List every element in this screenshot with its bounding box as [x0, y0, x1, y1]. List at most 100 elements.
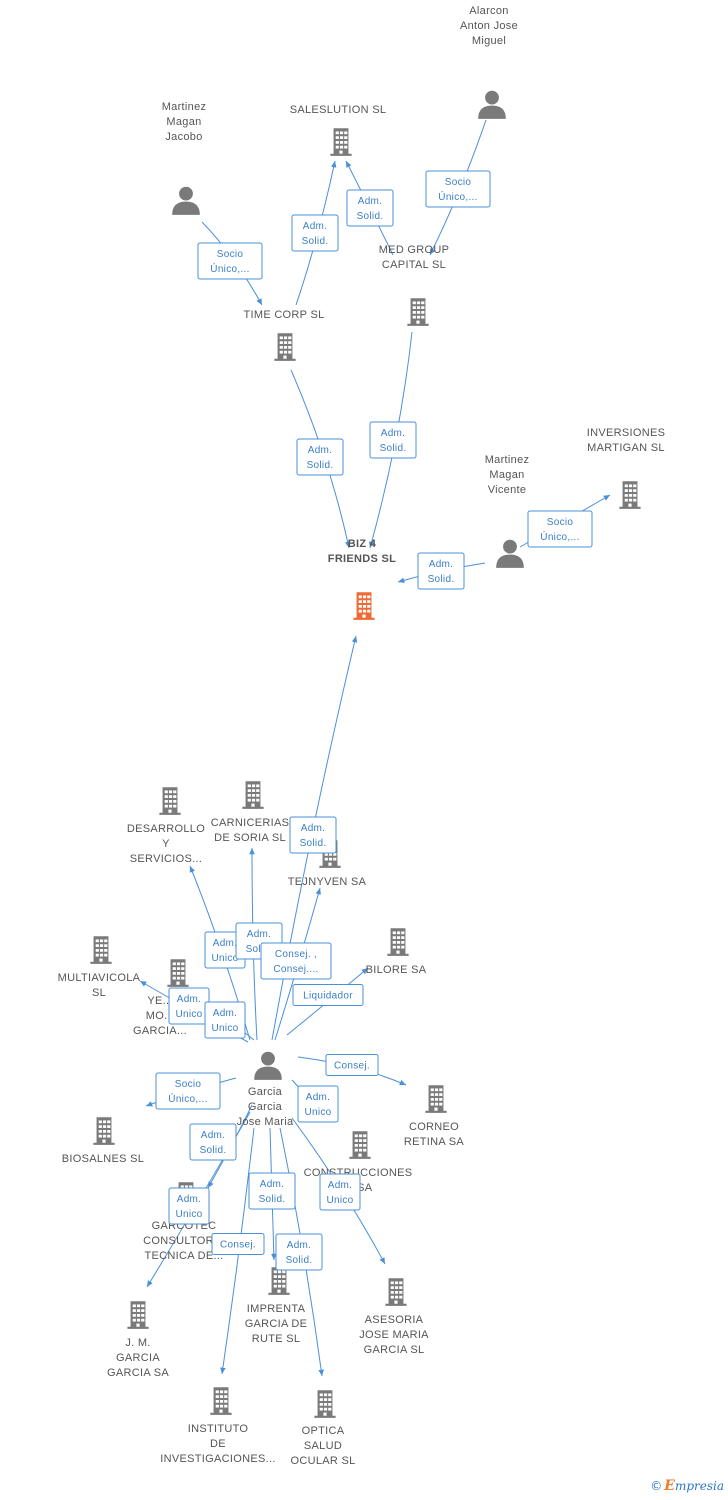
- edge-label-text: Adm.: [328, 1180, 353, 1191]
- edge-label-box: [369, 421, 417, 459]
- edge-label-box: [291, 214, 339, 252]
- edge-label-box: [292, 984, 364, 1006]
- edge-label-mvic-biz4[interactable]: Adm.Solid.: [417, 552, 465, 590]
- edge-label-text: Adm.: [303, 221, 328, 232]
- edge-label-ggjm-multi[interactable]: Adm.Unico: [168, 987, 210, 1025]
- edge-label-ajm-med[interactable]: SocioÚnico,...: [425, 170, 491, 208]
- edge-label-ggjm-jm[interactable]: Adm.Unico: [168, 1187, 210, 1225]
- edge-label-box: [289, 816, 337, 854]
- building-icon: [349, 1131, 371, 1159]
- company-node-yeso[interactable]: YE...MO...GARCIA...: [133, 959, 189, 1037]
- edge-label-ggjm-garco[interactable]: Adm.Solid.: [189, 1123, 237, 1161]
- node-label: GARCIA SL: [364, 1344, 425, 1356]
- edge-label-ggjm-bios[interactable]: SocioÚnico,...: [155, 1072, 221, 1110]
- edge-label-text: Adm.: [177, 1194, 202, 1205]
- edge-label-text: Solid.: [302, 236, 329, 247]
- company-node-inst[interactable]: INSTITUTODEINVESTIGACIONES...: [160, 1387, 275, 1465]
- person-icon: [496, 539, 524, 568]
- edge-label-text: Adm.: [287, 1240, 312, 1251]
- edge-label-box: [319, 1173, 361, 1211]
- edge-label-ggjm-yeso[interactable]: Adm.Unico: [204, 1001, 246, 1039]
- node-label: FRIENDS SL: [328, 553, 396, 565]
- edge-label-med-sales[interactable]: Adm.Solid.: [346, 189, 394, 227]
- node-label: Y: [162, 838, 170, 850]
- edge-label-text: Solid.: [300, 838, 327, 849]
- company-node-time[interactable]: TIME CORP SL: [243, 309, 324, 361]
- edge-label-ggjm-constr[interactable]: Adm.Unico: [297, 1085, 339, 1123]
- edge-label-ggjm-bilore[interactable]: Liquidador: [292, 984, 364, 1006]
- edge-label-box: [425, 170, 491, 208]
- node-label: TECNICA DE...: [144, 1250, 223, 1262]
- node-label: BILORE SA: [366, 964, 427, 976]
- edge-label-time-biz4[interactable]: Adm.Solid.: [296, 438, 344, 476]
- edge-label-text: Unico: [304, 1107, 331, 1118]
- node-label: J. M.: [125, 1337, 150, 1349]
- copyright-symbol: ©: [650, 1479, 663, 1493]
- node-label: SL: [92, 987, 106, 999]
- company-node-sales[interactable]: SALESLUTION SL: [290, 104, 387, 156]
- node-label: GARCIA SA: [107, 1367, 169, 1379]
- edge-label-ggjm-ases[interactable]: Adm.Unico: [319, 1173, 361, 1211]
- building-icon: [619, 481, 641, 509]
- edge-label-ggjm-corneo[interactable]: Consej.: [325, 1054, 379, 1076]
- edge-label-box: [296, 438, 344, 476]
- person-icon: [172, 186, 200, 215]
- node-label: Martinez: [485, 454, 530, 466]
- node-label: MED GROUP: [379, 244, 450, 256]
- edge-label-ggjm-inst[interactable]: Consej.: [211, 1233, 265, 1255]
- edge-label-box: [168, 1187, 210, 1225]
- node-label: Alarcon: [469, 5, 508, 17]
- node-label: DE: [210, 1438, 226, 1450]
- brand-initial: E: [664, 1478, 675, 1494]
- company-node-bilore[interactable]: BILORE SA: [366, 928, 427, 976]
- building-icon: [425, 1085, 447, 1113]
- company-node-des[interactable]: DESARROLLOYSERVICIOS...: [127, 787, 205, 865]
- node-label: IMPRENTA: [247, 1303, 306, 1315]
- edge-label-text: Adm.: [213, 938, 238, 949]
- edge-label-ggjm-optica[interactable]: Adm.Solid.: [275, 1233, 323, 1271]
- edge-label-med-biz4[interactable]: Adm.Solid.: [369, 421, 417, 459]
- node-label: Magan: [489, 469, 524, 481]
- building-icon: [210, 1387, 232, 1415]
- node-label: OCULAR SL: [290, 1455, 355, 1467]
- company-node-tej[interactable]: TEJNYVEN SA: [288, 840, 367, 888]
- company-node-bios[interactable]: BIOSALNES SL: [62, 1117, 144, 1165]
- edge-label-mvic-inv[interactable]: SocioÚnico,...: [527, 510, 593, 548]
- building-icon: [93, 1117, 115, 1145]
- node-label: YE...: [147, 995, 172, 1007]
- node-label: Jose Maria: [237, 1116, 294, 1128]
- edge-label-ggjm-biz4[interactable]: Adm.Solid.: [289, 816, 337, 854]
- node-label: Garcia: [248, 1086, 283, 1098]
- edge-label-text: Socio: [175, 1079, 202, 1090]
- edge-label-ggjm-impr[interactable]: Adm.Solid.: [248, 1172, 296, 1210]
- edge-label-box: [527, 510, 593, 548]
- edge-label-ggjm-tej[interactable]: Consej. ,Consej....: [260, 942, 332, 980]
- edge-label-mjac-time[interactable]: SocioÚnico,...: [197, 242, 263, 280]
- building-icon: [274, 333, 296, 361]
- edge-label-time-sales[interactable]: Adm. Solid.: [291, 214, 339, 252]
- edge-label-text: Unico: [175, 1009, 202, 1020]
- edge-label-text: Consej. ,: [275, 949, 317, 960]
- edge-label-text: Adm.: [358, 196, 383, 207]
- edge-label-text: Solid.: [259, 1194, 286, 1205]
- edge-label-text: Único,...: [210, 262, 249, 275]
- node-label: Jacobo: [165, 131, 202, 143]
- edge-label-text: Único,...: [438, 190, 477, 203]
- node-label: RUTE SL: [252, 1333, 301, 1345]
- edge-label-text: Adm.: [247, 929, 272, 940]
